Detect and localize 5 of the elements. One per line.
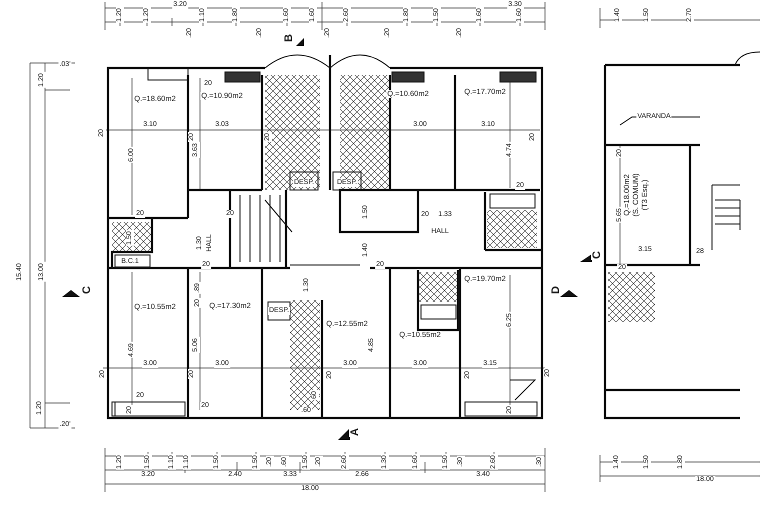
section-letter: A xyxy=(349,427,361,437)
section-letter: C xyxy=(591,250,603,260)
section-letter: C xyxy=(81,285,93,295)
section-letter: B xyxy=(283,33,295,43)
section-letter: D xyxy=(550,285,562,295)
